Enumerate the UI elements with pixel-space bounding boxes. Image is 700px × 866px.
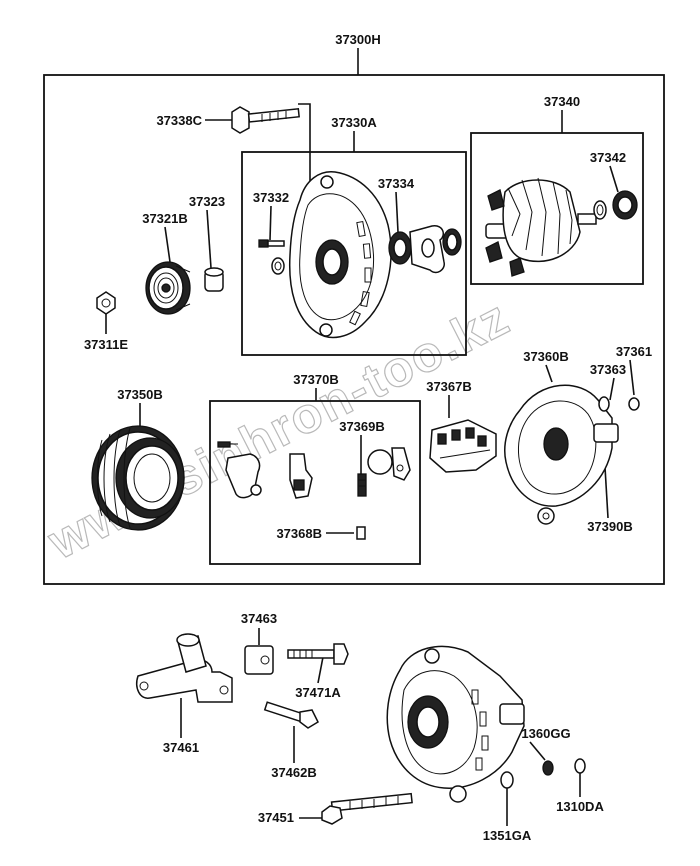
label-37323: 37323: [189, 194, 225, 209]
label-1310DA: 1310DA: [556, 799, 604, 814]
subassembly-frame-37340: [470, 132, 644, 285]
rectifier: [429, 419, 497, 473]
pulley: [145, 261, 191, 315]
label-37334: 37334: [378, 176, 415, 191]
pulley-nut: [96, 291, 116, 315]
label-37451: 37451: [258, 810, 294, 825]
label-37370B: 37370B: [293, 372, 339, 387]
assembly-frame-37300H: [43, 74, 665, 585]
label-37361: 37361: [616, 344, 652, 359]
label-1351GA: 1351GA: [483, 828, 532, 843]
front-bracket: [288, 171, 392, 339]
label-37300H: 37300H: [335, 32, 381, 47]
stator: [91, 425, 185, 531]
label-37463: 37463: [241, 611, 277, 626]
label-37368B: 37368B: [276, 526, 322, 541]
label-37363: 37363: [590, 362, 626, 377]
label-37462B: 37462B: [271, 765, 317, 780]
label-1360GG: 1360GG: [521, 726, 570, 741]
mounting-bracket-parts: [136, 633, 413, 825]
front-bearing: [388, 225, 462, 274]
label-37367B: 37367B: [426, 379, 472, 394]
label-37350B: 37350B: [117, 387, 163, 402]
label-37369B: 37369B: [339, 419, 385, 434]
label-37332: 37332: [253, 190, 289, 205]
label-37340: 37340: [544, 94, 580, 109]
label-37342: 37342: [590, 150, 626, 165]
label-37321B: 37321B: [142, 211, 188, 226]
label-37330A: 37330A: [331, 115, 377, 130]
label-37311E: 37311E: [84, 337, 128, 352]
part-labels: 37300H 37338C 37330A 37340 37342 37323 3…: [84, 32, 652, 843]
label-37360B: 37360B: [523, 349, 569, 364]
label-37471A: 37471A: [295, 685, 341, 700]
label-37461: 37461: [163, 740, 199, 755]
rotor: [485, 177, 638, 277]
label-37338C: 37338C: [156, 113, 202, 128]
pulley-spacer: [204, 267, 224, 292]
brush-holder-components: [217, 441, 411, 540]
assembled-alternator: [386, 645, 586, 803]
rear-bracket: [504, 384, 640, 525]
leader-lines: [105, 48, 635, 826]
subassembly-frame-37370B: [209, 400, 421, 565]
bearing-retainer-screw: [258, 239, 285, 275]
through-bolt: [231, 106, 300, 134]
label-37390B: 37390B: [587, 519, 633, 534]
